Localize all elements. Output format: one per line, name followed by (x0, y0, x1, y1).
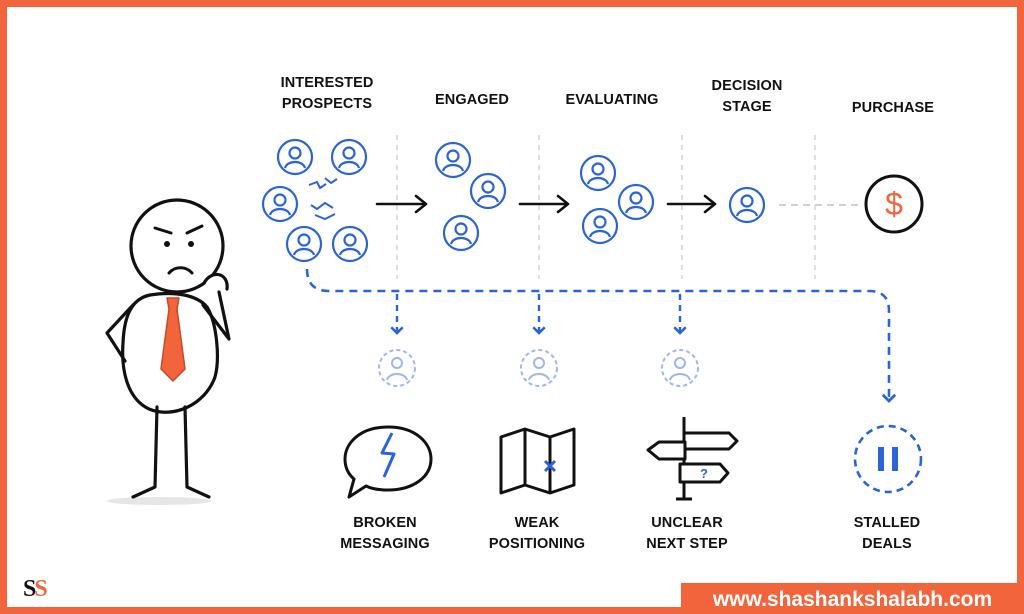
prospect-icon (331, 225, 369, 263)
stage-label-engaged: ENGAGED (434, 92, 509, 108)
pause-icon (853, 424, 923, 494)
stage-dividers (396, 135, 816, 279)
website-banner[interactable]: www.shashankshalabh.com (681, 583, 1017, 607)
flow-arrow-icon (666, 194, 717, 214)
brand-logo: SS (23, 576, 48, 602)
lost-person-icon (520, 349, 558, 387)
flow-arrows (375, 194, 717, 214)
figure-shadow (107, 497, 211, 505)
engaged-person-icon (434, 141, 472, 179)
prospect-icon (261, 185, 299, 223)
stage-label-purchase: PURCHASE (851, 100, 935, 116)
figure-left-eye (164, 241, 170, 247)
figure-hand (202, 272, 229, 291)
lost-person-icon (378, 349, 416, 387)
tie-icon (160, 297, 186, 382)
prospect-icon (330, 138, 368, 176)
figure-left-leg (131, 405, 159, 499)
svg-text:?: ? (700, 466, 708, 481)
prospect-cluster (261, 138, 369, 263)
figure-head (129, 198, 225, 294)
engaged-person-icon (469, 172, 507, 210)
evaluating-person-icon (579, 154, 617, 192)
figure-right-leg (183, 405, 211, 499)
evaluating-person-icon (617, 183, 655, 221)
decision-group (728, 186, 766, 224)
figure-left-arm (105, 303, 135, 363)
map-x-icon (499, 427, 576, 495)
figure-frown (167, 266, 194, 275)
evaluating-person-icon (581, 207, 619, 245)
broken-connection-icon (308, 177, 338, 221)
lost-person-icon (661, 349, 699, 387)
purchase-dollar-icon: $ (864, 174, 924, 234)
engaged-group (434, 141, 507, 252)
figure-right-eyebrow (185, 224, 204, 235)
figure-right-arm (201, 290, 231, 341)
figure-right-eye (188, 241, 194, 247)
prospect-icon (276, 138, 314, 176)
flow-arrow-icon (375, 194, 428, 214)
prospect-icon (285, 225, 323, 263)
confused-person-figure (105, 198, 231, 505)
engaged-person-icon (442, 214, 480, 252)
stage-label-evaluating: EVALUATING (565, 92, 659, 108)
broken-speech-bubble-icon (343, 425, 433, 499)
svg-text:$: $ (885, 186, 903, 222)
flow-arrow-icon (518, 194, 570, 214)
decision-person-icon (728, 186, 766, 224)
leak-path (305, 268, 897, 403)
signpost-icon: ? (646, 417, 739, 501)
funnel-diagram: $ ? (105, 135, 924, 505)
figure-left-eyebrow (153, 226, 173, 235)
lost-prospects (378, 349, 699, 387)
evaluating-group (579, 154, 655, 245)
leak-drops (390, 294, 687, 335)
